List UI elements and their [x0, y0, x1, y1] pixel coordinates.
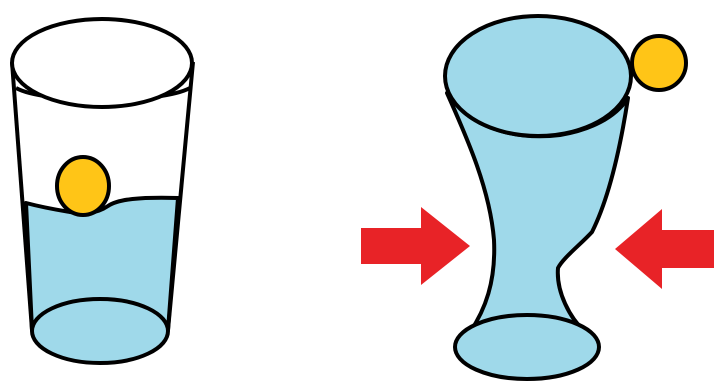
- left-glass-group: [10, 17, 195, 365]
- right-cup-rim: [443, 14, 633, 138]
- left-glass-wall-right: [166, 61, 195, 331]
- left-floating-ball: [55, 155, 111, 217]
- left-glass-rim: [10, 17, 194, 109]
- right-cup-base: [453, 313, 601, 381]
- left-glass-wall-left: [10, 61, 34, 331]
- right-squeeze-arrow: [615, 209, 714, 289]
- left-glass-base: [30, 297, 170, 365]
- right-cup-body: [445, 91, 630, 334]
- right-cup-group: [443, 14, 688, 381]
- right-spilled-ball: [630, 34, 688, 92]
- left-squeeze-arrow: [361, 207, 470, 285]
